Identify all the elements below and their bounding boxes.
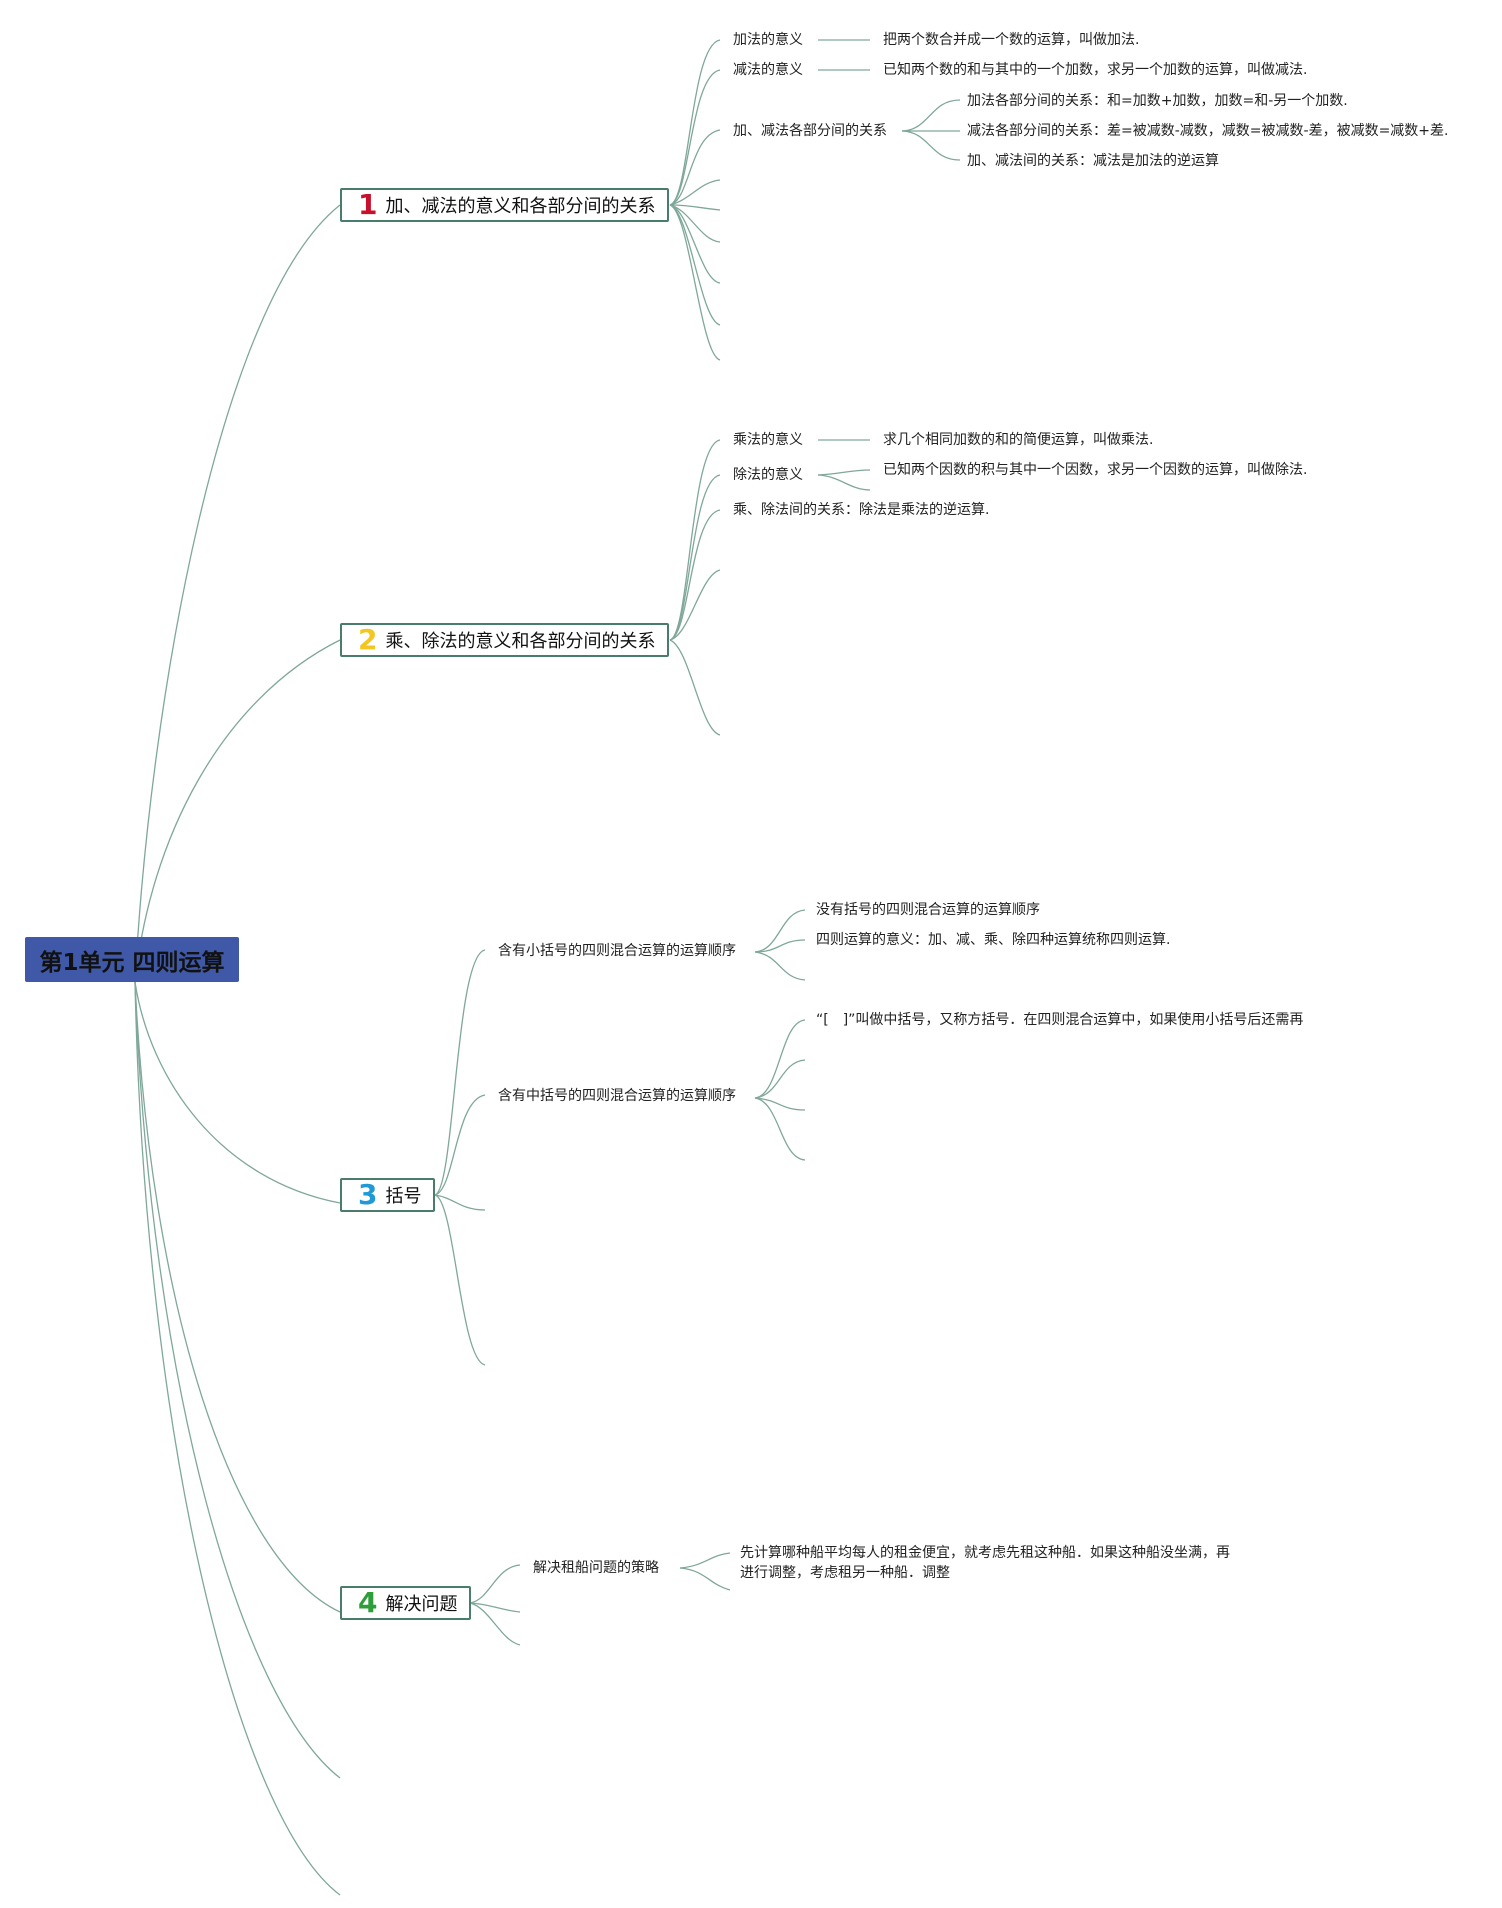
branch-3-node[interactable]: 3 括号 xyxy=(340,1178,436,1212)
branch-1-number: 1 xyxy=(358,188,378,221)
mul-meaning-desc[interactable]: 求几个相同加数的和的简便运算，叫做乘法. xyxy=(883,432,1154,448)
mul-meaning-node[interactable]: 乘法的意义 xyxy=(733,432,803,448)
boat-rental-strategy-desc[interactable]: 先计算哪种船平均每人的租金便宜，就考虑先租这种船．如果这种船没坐满，再进行调整，… xyxy=(740,1545,1230,1581)
add-sub-inverse-relation[interactable]: 加、减法间的关系：减法是加法的逆运算 xyxy=(967,153,1219,169)
root-title: 第1单元 四则运算 xyxy=(39,949,225,976)
boat-rental-strategy-node[interactable]: 解决租船问题的策略 xyxy=(533,1560,659,1576)
branch-1-title: 加、减法的意义和各部分间的关系 xyxy=(385,196,656,217)
small-paren-order-node[interactable]: 含有小括号的四则混合运算的运算顺序 xyxy=(498,943,736,959)
add-sub-relation-node[interactable]: 加、减法各部分间的关系 xyxy=(733,123,887,139)
sub-meaning-node[interactable]: 减法的意义 xyxy=(733,62,803,78)
branch-1-node[interactable]: 1 加、减法的意义和各部分间的关系 xyxy=(340,188,670,222)
branch-2-number: 2 xyxy=(358,623,378,656)
add-parts-relation[interactable]: 加法各部分间的关系：和=加数+加数，加数=和-另一个加数. xyxy=(967,93,1348,109)
branch-4-number: 4 xyxy=(358,1586,378,1619)
four-ops-meaning-node[interactable]: 四则运算的意义：加、减、乘、除四种运算统称四则运算. xyxy=(816,932,1171,948)
add-meaning-desc[interactable]: 把两个数合并成一个数的运算，叫做加法. xyxy=(883,32,1140,48)
branch-3-number: 3 xyxy=(358,1178,378,1211)
sub-parts-relation[interactable]: 减法各部分间的关系：差=被减数-减数，减数=被减数-差，被减数=减数+差. xyxy=(967,123,1449,139)
branch-4-title: 解决问题 xyxy=(385,1594,458,1615)
branch-2-title: 乘、除法的意义和各部分间的关系 xyxy=(385,631,656,652)
div-meaning-node[interactable]: 除法的意义 xyxy=(733,467,803,483)
branch-4-node[interactable]: 4 解决问题 xyxy=(340,1586,472,1620)
div-meaning-desc[interactable]: 已知两个因数的积与其中一个因数，求另一个因数的运算，叫做除法. xyxy=(883,462,1308,478)
add-meaning-node[interactable]: 加法的意义 xyxy=(733,32,803,48)
mid-paren-order-node[interactable]: 含有中括号的四则混合运算的运算顺序 xyxy=(498,1088,736,1104)
root-node[interactable]: 第1单元 四则运算 xyxy=(25,937,239,982)
mul-div-inverse-relation[interactable]: 乘、除法间的关系：除法是乘法的逆运算. xyxy=(733,502,990,518)
no-paren-order-node[interactable]: 没有括号的四则混合运算的运算顺序 xyxy=(816,902,1040,918)
sub-meaning-desc[interactable]: 已知两个数的和与其中的一个加数，求另一个加数的运算，叫做减法. xyxy=(883,62,1308,78)
mid-paren-desc[interactable]: “[ ]”叫做中括号，又称方括号．在四则混合运算中，如果使用小括号后还需再 xyxy=(816,1012,1304,1028)
branch-2-node[interactable]: 2 乘、除法的意义和各部分间的关系 xyxy=(340,623,670,657)
branch-3-title: 括号 xyxy=(385,1186,422,1207)
